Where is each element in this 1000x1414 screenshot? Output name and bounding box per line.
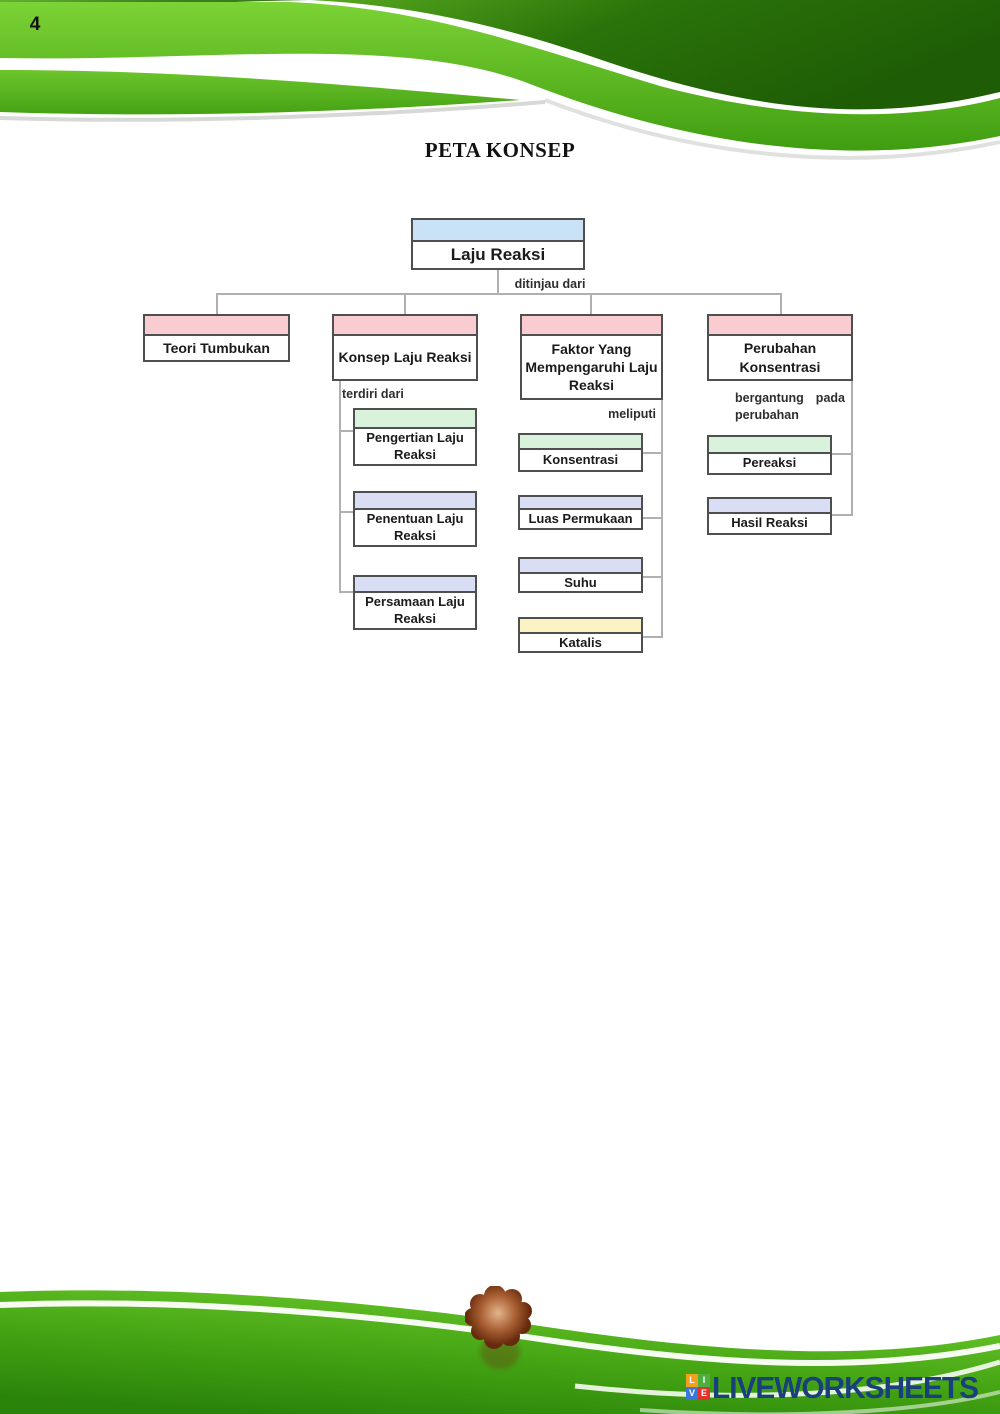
connector-drop-konsep [404, 293, 406, 314]
node-luas-permukaan: Luas Permukaan [518, 495, 643, 530]
node-luas-permukaan-title: Luas Permukaan [528, 511, 633, 526]
node-penentuan-title: Penentuan Laju Reaksi [366, 511, 464, 543]
connector-perubahan-stub-1 [832, 453, 853, 455]
connector-root-stem [497, 270, 499, 294]
node-faktor-header [522, 316, 661, 336]
node-pengertian-header [355, 410, 475, 429]
logo-square-i: I [698, 1374, 710, 1387]
node-laju-reaksi-title: Laju Reaksi [450, 244, 546, 264]
node-suhu: Suhu [518, 557, 643, 593]
node-katalis-header [520, 619, 641, 634]
connector-konsep-spine [339, 380, 341, 593]
connector-perubahan-stub-2 [832, 514, 853, 516]
node-teori-tumbukan: Teori Tumbukan [143, 314, 290, 362]
node-pereaksi: Pereaksi [707, 435, 832, 475]
node-penentuan-laju-reaksi: Penentuan Laju Reaksi [353, 491, 477, 547]
top-wave-decoration [0, 0, 1000, 160]
connector-perubahan-spine [851, 380, 853, 516]
liveworksheets-logo-icon: L I V E [686, 1374, 710, 1400]
node-katalis: Katalis [518, 617, 643, 653]
node-konsentrasi: Konsentrasi [518, 433, 643, 472]
node-hasil-reaksi-header [709, 499, 830, 514]
page-title: PETA KONSEP [424, 138, 576, 162]
connector-drop-faktor [590, 293, 592, 314]
node-persamaan-header [355, 577, 475, 593]
node-konsep-title: Konsep Laju Reaksi [338, 349, 472, 366]
node-konsentrasi-header [520, 435, 641, 450]
node-faktor: Faktor Yang Mempengaruhi Laju Reaksi [520, 314, 663, 400]
node-pereaksi-header [709, 437, 830, 454]
node-luas-permukaan-header [520, 497, 641, 510]
liveworksheets-logo[interactable]: L I V E LIVEWORKSHEETS [686, 1372, 989, 1403]
node-perubahan-konsentrasi: Perubahan Konsentrasi [707, 314, 853, 381]
node-konsep-laju-reaksi: Konsep Laju Reaksi [332, 314, 478, 381]
node-pengertian-title: Pengertian Laju Reaksi [366, 430, 464, 462]
node-konsep-header [334, 316, 476, 336]
logo-square-v: V [686, 1387, 698, 1400]
relation-label-terdiri-dari: terdiri dari [342, 387, 404, 401]
node-hasil-reaksi-title: Hasil Reaksi [731, 515, 808, 531]
node-katalis-title: Katalis [559, 635, 602, 650]
node-persamaan-laju-reaksi: Persamaan Laju Reaksi [353, 575, 477, 630]
node-penentuan-header [355, 493, 475, 510]
node-perubahan-title: Perubahan Konsentrasi [739, 340, 821, 375]
node-persamaan-title: Persamaan Laju Reaksi [365, 594, 465, 626]
node-laju-reaksi: Laju Reaksi [411, 218, 585, 270]
node-faktor-title: Faktor Yang Mempengaruhi Laju Reaksi [525, 340, 658, 394]
logo-square-l: L [686, 1374, 698, 1387]
connector-drop-teori [216, 293, 218, 314]
relation-label-bergantung: bergantung pada perubahan [735, 391, 845, 422]
node-suhu-header [520, 559, 641, 574]
node-hasil-reaksi: Hasil Reaksi [707, 497, 832, 535]
connector-konsep-stub-3 [339, 591, 353, 593]
connector-drop-perubahan [780, 293, 782, 314]
relation-label-ditinjau-dari: ditinjau dari [514, 277, 586, 291]
logo-square-e: E [698, 1387, 710, 1400]
page-number: 4 [29, 14, 41, 35]
connector-main-horizontal [216, 293, 782, 295]
node-pereaksi-title: Pereaksi [742, 455, 797, 471]
node-laju-reaksi-header [413, 220, 583, 242]
page-number-cloud [465, 1286, 532, 1349]
node-perubahan-header [709, 316, 851, 336]
node-teori-tumbukan-title: Teori Tumbukan [163, 339, 270, 356]
node-konsentrasi-title: Konsentrasi [542, 451, 619, 467]
connector-konsep-stub-2 [339, 511, 353, 513]
connector-faktor-stub-1 [643, 452, 663, 454]
liveworksheets-logo-text: LIVEWORKSHEETS [712, 1370, 979, 1405]
connector-faktor-stub-4 [643, 636, 663, 638]
connector-faktor-stub-2 [643, 517, 663, 519]
connector-faktor-stub-3 [643, 576, 663, 578]
node-suhu-title: Suhu [564, 575, 597, 590]
relation-label-meliputi: meliputi [608, 407, 656, 421]
node-teori-tumbukan-header [145, 316, 288, 336]
connector-konsep-stub-1 [339, 430, 353, 432]
node-pengertian-laju-reaksi: Pengertian Laju Reaksi [353, 408, 477, 466]
